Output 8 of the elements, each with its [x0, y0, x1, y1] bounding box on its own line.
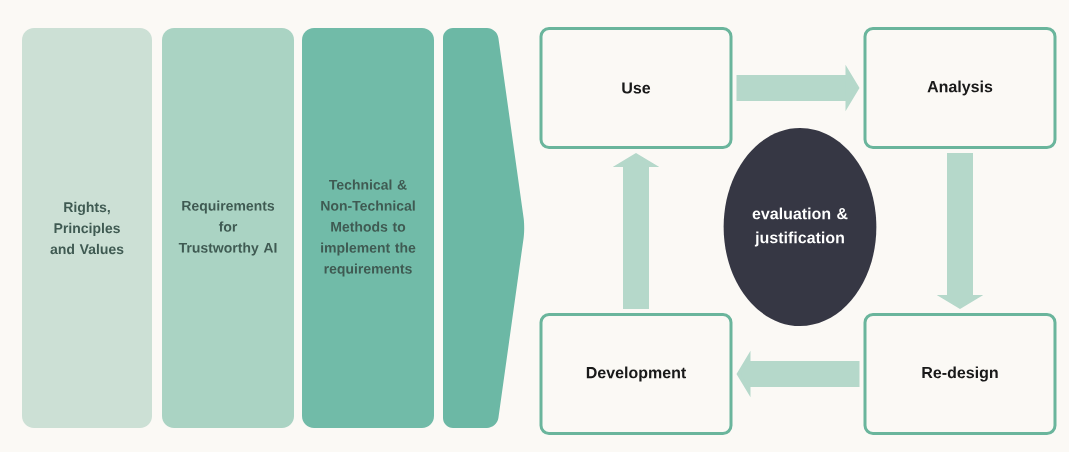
process-box: Use	[539, 27, 733, 149]
process-box: Re-design	[863, 313, 1057, 435]
stage-panel: Technical & Non-Technical Methods to implement the requirements	[302, 28, 434, 428]
chevron-shape	[443, 28, 525, 428]
stage-panel: Requirements for Trustworthy AI	[162, 28, 294, 428]
process-box: Development	[539, 313, 733, 435]
process-box: Analysis	[863, 27, 1057, 149]
stage-panel: Rights, Principles and Values	[22, 28, 152, 428]
